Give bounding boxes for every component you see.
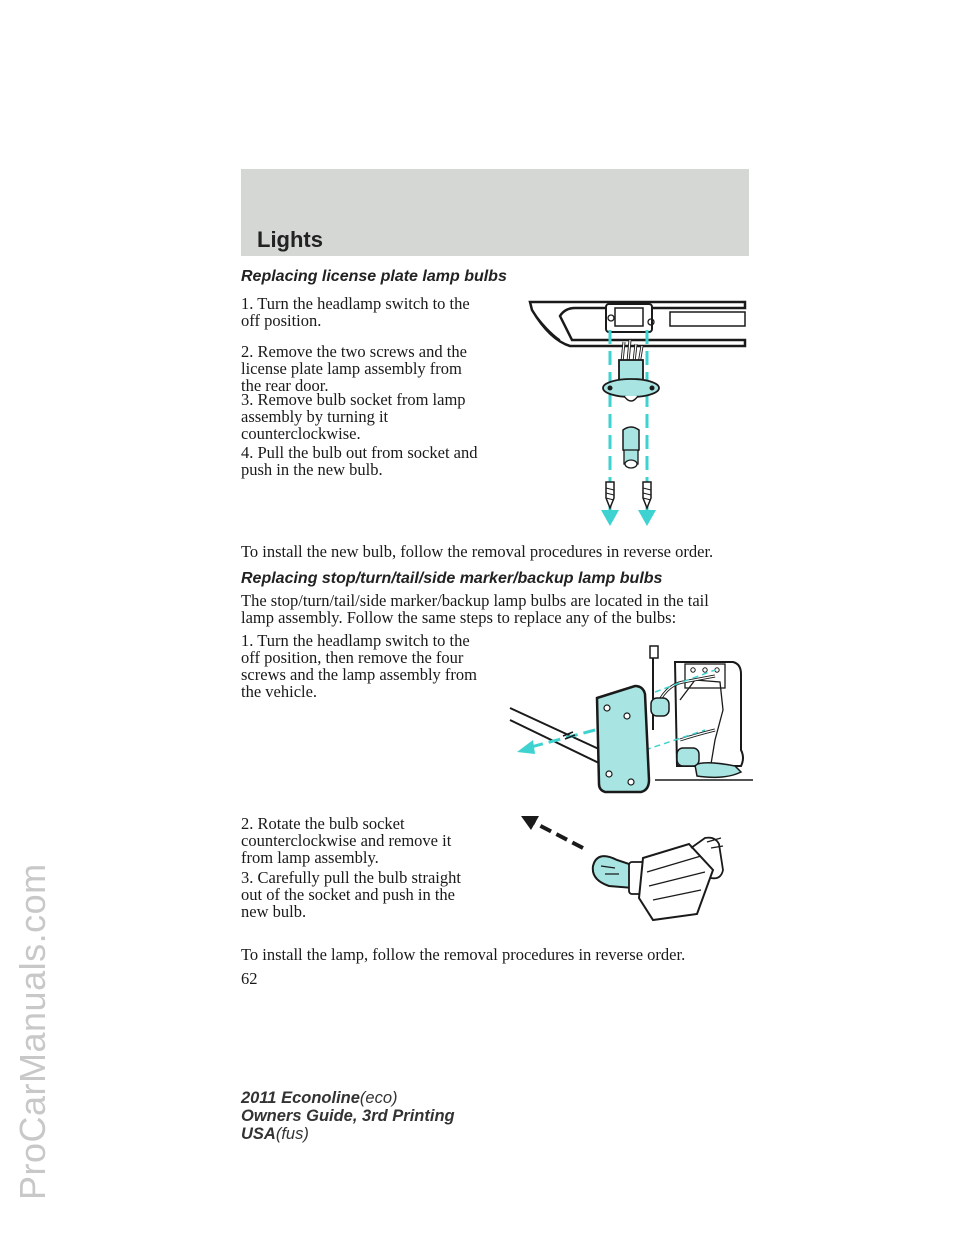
stop-turn-heading: Replacing stop/turn/tail/side marker/bac…	[241, 570, 663, 587]
bulb-socket-illustration	[521, 816, 724, 922]
license-step-4: 4. Pull the bulb out from socket and pus…	[241, 443, 478, 479]
section-header: Lights	[241, 169, 749, 256]
page-number: 62	[241, 969, 258, 988]
watermark: ProCarManuals.com	[12, 863, 53, 1200]
license-step-2: 2. Remove the two screws and the license…	[241, 342, 467, 395]
document-footer: 2011 Econoline(eco) Owners Guide, 3rd Pr…	[241, 1089, 455, 1143]
tail-lamp-assembly-illustration	[509, 645, 753, 794]
section-title: Lights	[257, 227, 323, 252]
footer-model: 2011 Econoline	[241, 1089, 360, 1107]
license-step-1: 1. Turn the headlamp switch to the off p…	[241, 294, 470, 330]
stop-turn-install-note: To install the lamp, follow the removal …	[241, 945, 686, 964]
license-install-note: To install the new bulb, follow the remo…	[241, 542, 714, 561]
footer-guide: Owners Guide, 3rd Printing	[241, 1107, 455, 1125]
stop-turn-step-2: 2. Rotate the bulb socket counterclockwi…	[241, 814, 452, 867]
footer-model-code: (eco)	[359, 1089, 398, 1107]
stop-turn-step-1: 1. Turn the headlamp switch to the off p…	[241, 631, 477, 701]
license-plate-lamp-illustration	[528, 300, 747, 526]
footer-market: USA	[241, 1125, 276, 1143]
stop-turn-intro: The stop/turn/tail/side marker/backup la…	[241, 591, 709, 627]
footer-market-code: (fus)	[275, 1125, 309, 1143]
stop-turn-step-3: 3. Carefully pull the bulb straight out …	[241, 868, 461, 921]
license-plate-heading: Replacing license plate lamp bulbs	[241, 268, 507, 285]
license-step-3: 3. Remove bulb socket from lamp assembly…	[241, 390, 466, 443]
